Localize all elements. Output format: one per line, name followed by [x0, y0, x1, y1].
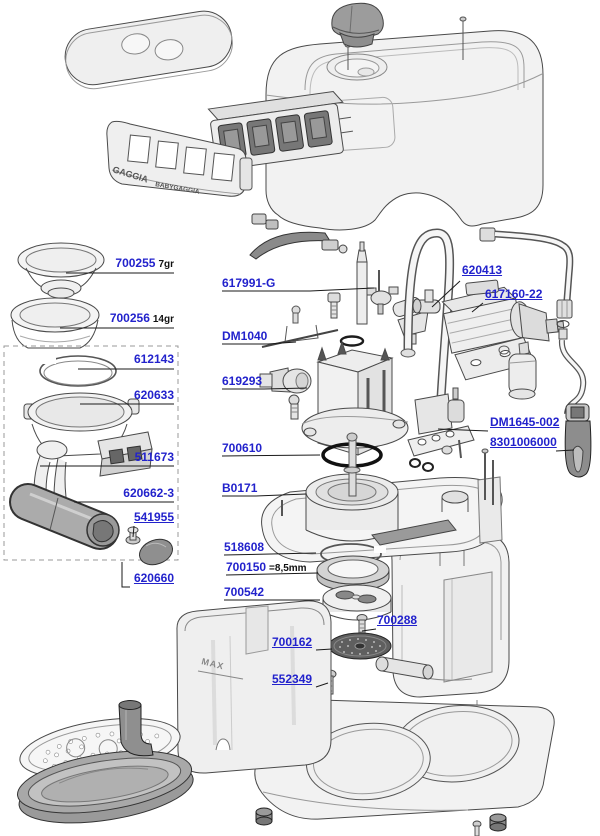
part-link-619293[interactable]: 619293 — [222, 374, 263, 388]
part-link-612143[interactable]: 612143 — [133, 352, 174, 366]
part-link-620633[interactable]: 620633 — [133, 388, 174, 402]
valve-617991-part — [366, 270, 399, 315]
foot-screw-part — [472, 820, 482, 836]
part-link-DM1645-002[interactable]: DM1645-002 — [490, 415, 560, 429]
part-link-700542[interactable]: 700542 — [224, 585, 265, 599]
pump-part — [441, 279, 565, 381]
gasket-ring-part — [39, 355, 117, 387]
part-link-700150[interactable]: 700150=8,5mm — [226, 560, 307, 574]
part-link-620660[interactable]: 620660 — [133, 571, 174, 585]
expansion-vessel-part — [498, 341, 537, 400]
main-housing-part — [265, 2, 544, 231]
thermostat-part — [259, 367, 312, 420]
water-tank-part: MAX — [176, 600, 332, 774]
part-link-541955[interactable]: 541955 — [133, 510, 174, 524]
top-lid-part — [64, 10, 233, 90]
steam-knob-part — [331, 2, 384, 48]
part-link-518608[interactable]: 518608 — [224, 540, 265, 554]
group-plate-part — [261, 432, 503, 563]
part-link-700162[interactable]: 700162 — [272, 635, 313, 649]
part-link-B0171[interactable]: B0171 — [222, 481, 258, 495]
part-link-700288[interactable]: 700288 — [377, 613, 418, 627]
elbow-spout-part — [118, 700, 154, 757]
rubber-foot-part — [489, 813, 507, 832]
rubber-foot-part — [255, 807, 273, 826]
part-link-8301006000[interactable]: 8301006000 — [490, 435, 557, 449]
elbow-fitting-part — [412, 289, 441, 314]
part-link-620413[interactable]: 620413 — [462, 263, 503, 277]
handle-part — [9, 483, 120, 550]
part-link-700610[interactable]: 700610 — [222, 441, 263, 455]
shower-screw-part — [356, 614, 368, 637]
filter-basket-14g-part — [10, 297, 100, 349]
front-panel-part: GAGGIA BABYGAGGIA — [106, 120, 253, 197]
leader-lines — [40, 272, 575, 688]
shower-screen-part — [328, 632, 392, 660]
part-link-552349[interactable]: 552349 — [272, 672, 313, 686]
drip-tray-tub-part — [17, 750, 194, 824]
solenoid-valve-part — [407, 387, 475, 472]
group-gasket-part — [316, 555, 390, 592]
part-link-617991-G[interactable]: 617991-G — [222, 276, 276, 290]
part-link-620662-3[interactable]: 620662-3 — [123, 486, 174, 500]
trim-blade-part — [249, 213, 348, 260]
part-link-511673[interactable]: 511673 — [134, 450, 174, 464]
steam-handle-part — [564, 403, 592, 478]
filter-basket-7g-part — [17, 242, 105, 299]
boiler-group-part — [259, 241, 429, 456]
shower-holder-part — [322, 584, 392, 621]
part-link-DM1040[interactable]: DM1040 — [222, 329, 268, 343]
portafilter-kit-box — [3, 345, 179, 561]
part-link-617160-22[interactable]: 617160-22 — [485, 287, 543, 301]
